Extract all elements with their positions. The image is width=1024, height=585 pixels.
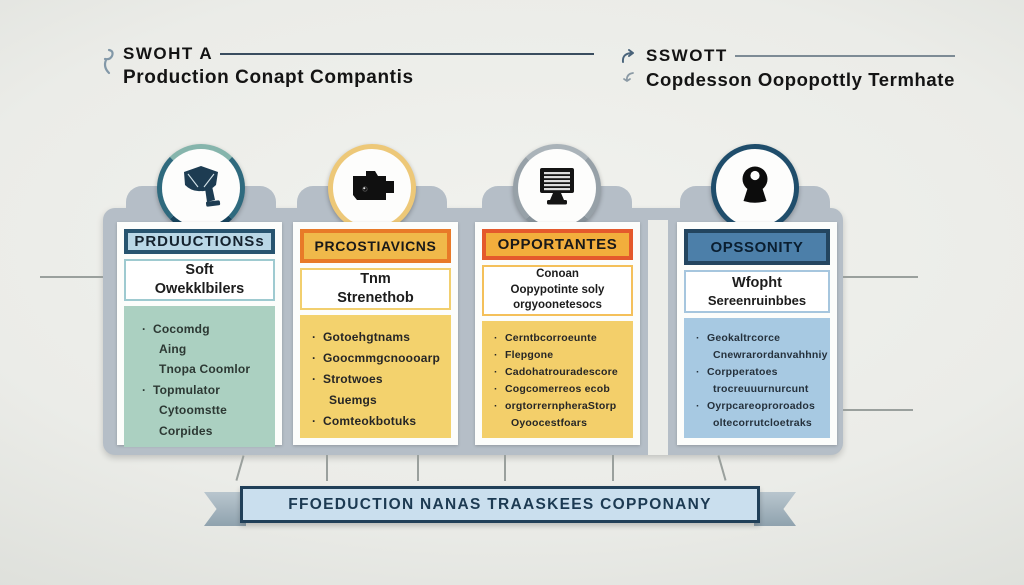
subtitle-line: Strenethob bbox=[337, 290, 414, 307]
panel-divider-gap bbox=[648, 220, 668, 455]
subtitle-line: Oopypotinte soly bbox=[510, 283, 605, 296]
column-list: CerntbcorroeunteFlepgoneCadohatrouradesc… bbox=[482, 321, 633, 438]
column-header: OPSSONITY bbox=[684, 229, 830, 266]
column-header: PRCOSTIAVICNS bbox=[300, 229, 451, 264]
column-3-icon-circle bbox=[513, 144, 601, 232]
list-item: Goocmmgcnoooarp bbox=[310, 348, 446, 369]
list-item: Aing bbox=[159, 342, 187, 357]
list-item: Cnewrarordanvahhniy bbox=[713, 349, 828, 361]
list-item: Strotwoes bbox=[310, 369, 446, 390]
list-item: Cadohatrouradescore bbox=[492, 364, 628, 381]
connector-line bbox=[40, 276, 103, 278]
subtitle-line: Wfopht bbox=[732, 274, 782, 291]
subtitle-line: Owekklbilers bbox=[154, 280, 245, 297]
ribbon-banner-label: FFOEDUCTION NANAS TRAASKEES COPPONANY bbox=[288, 495, 712, 513]
list-item: Gotoehgtnams bbox=[310, 327, 446, 348]
column-header: OPPORTANTES bbox=[482, 229, 633, 261]
flag-shield-icon bbox=[176, 161, 226, 216]
connector-line bbox=[843, 276, 918, 278]
list-item: Corpperatoes bbox=[694, 364, 825, 381]
ribbon-banner: FFOEDUCTION NANAS TRAASKEES COPPONANY bbox=[240, 486, 760, 523]
column-list: GotoehgtnamsGoocmmgcnoooarpStrotwoesSuem… bbox=[300, 315, 451, 438]
subtitle-line: Tnm bbox=[360, 271, 391, 288]
list-item: Cocomdg bbox=[140, 319, 270, 340]
subtitle-line: Conoan bbox=[536, 268, 579, 281]
list-item: oltecorrutcloetraks bbox=[713, 417, 812, 429]
list-item: Tnopa Coomlor bbox=[159, 362, 251, 377]
header-left-subtitle: Production Conapt Compantis bbox=[123, 67, 414, 88]
connector-line bbox=[326, 455, 328, 481]
header-right-title: SSWOTT bbox=[646, 46, 728, 65]
connector-line bbox=[417, 455, 419, 481]
header-left-rule bbox=[220, 52, 594, 56]
list-item: trocreuuurnurcunt bbox=[713, 383, 809, 395]
header-left-title: SWOHT A bbox=[123, 44, 214, 63]
anchor-icon bbox=[100, 44, 115, 89]
keyhole-icon bbox=[732, 162, 778, 215]
list-item: Comteokbotuks bbox=[310, 411, 446, 432]
subtitle-line: orgyoonetesocs bbox=[513, 299, 602, 312]
list-item: orgtorrernpheraStorp bbox=[492, 398, 628, 415]
list-item: Cerntbcorroeunte bbox=[492, 330, 628, 347]
ribbon-fold-right bbox=[754, 492, 796, 526]
column-2-icon-circle bbox=[328, 144, 416, 232]
header-right-subtitle: Copdesson Oopopottly Termhate bbox=[646, 69, 955, 90]
list-item: Geokaltrcorce bbox=[694, 330, 825, 347]
header-right-rule bbox=[734, 55, 955, 57]
column-4-icon-circle bbox=[711, 144, 799, 232]
column-1-icon-circle bbox=[157, 144, 245, 232]
connector-line bbox=[504, 455, 506, 481]
connector-line bbox=[235, 455, 245, 481]
header-left: SWOHT A Production Conapt Compantis bbox=[100, 44, 594, 89]
connector-line bbox=[843, 409, 913, 411]
list-item: Cogcomerreos ecob bbox=[492, 381, 628, 398]
list-item: Suemgs bbox=[329, 393, 377, 407]
connector-line bbox=[612, 455, 614, 481]
list-item: Cytoomstte Corpides bbox=[159, 403, 228, 438]
subtitle-line: Sereenruinbbes bbox=[707, 292, 807, 308]
curved-arrow-up-icon bbox=[620, 49, 638, 69]
column-list: GeokaltrcorceCnewrarordanvahhniyCorppera… bbox=[684, 318, 830, 438]
connector-line bbox=[717, 455, 727, 481]
monitor-icon bbox=[533, 162, 581, 215]
list-item: Topmulator bbox=[140, 380, 270, 401]
camera-icon bbox=[346, 162, 398, 215]
header-right: SSWOTT Copdesson Oopopottly Termhate bbox=[620, 46, 955, 91]
curved-arrow-down-icon bbox=[622, 71, 636, 89]
list-item: Flepgone bbox=[492, 347, 628, 364]
list-item: Oyoocestfoars bbox=[511, 417, 588, 429]
list-item: Oyrpcareoproroados bbox=[694, 398, 825, 415]
subtitle-line: Soft bbox=[185, 262, 214, 278]
column-header: PRDUUCTIONSs bbox=[124, 229, 275, 254]
